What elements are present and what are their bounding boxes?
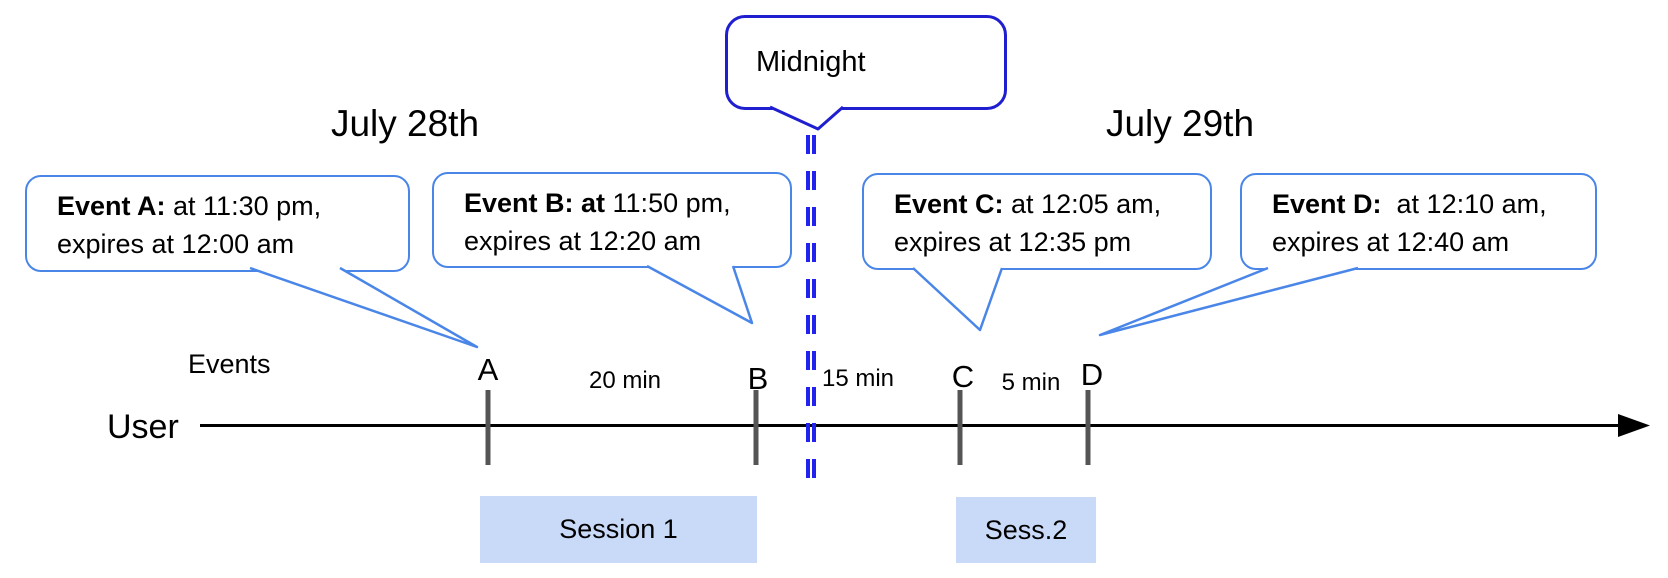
- event-a-callout-tail: [249, 266, 479, 349]
- event-b-line1: Event B: at 11:50 pm,: [464, 184, 790, 222]
- event-d-callout: Event D: at 12:10 am, expires at 12:40 a…: [1240, 173, 1597, 270]
- event-c-line1: Event C: at 12:05 am,: [894, 185, 1210, 223]
- event-b-time: 11:50 pm,: [605, 188, 731, 218]
- event-b-callout-tail: [646, 264, 754, 325]
- session-2-box: Sess.2: [956, 497, 1096, 563]
- tick-label-a: A: [477, 352, 499, 387]
- event-b-callout: Event B: at 11:50 pm, expires at 12:20 a…: [432, 172, 792, 268]
- event-d-time: at 12:10 am,: [1381, 189, 1547, 219]
- event-c-title: Event C:: [894, 189, 1004, 219]
- timeline-arrowhead-icon: [1618, 414, 1650, 437]
- event-d-line2: expires at 12:40 am: [1272, 227, 1510, 257]
- event-d-line1: Event D: at 12:10 am,: [1272, 185, 1595, 223]
- midnight-label: Midnight: [756, 46, 866, 78]
- interval-label-20min: 20 min: [588, 367, 662, 394]
- event-c-line2: expires at 12:35 pm: [894, 227, 1132, 257]
- event-c-time: at 12:05 am,: [1003, 189, 1162, 219]
- interval-label-15min: 15 min: [821, 365, 895, 392]
- interval-label-5min: 5 min: [1001, 369, 1061, 396]
- event-c-callout-tail: [912, 267, 1004, 332]
- event-a-title: Event A:: [57, 191, 166, 221]
- tick-label-b: B: [747, 361, 769, 396]
- event-a-callout: Event A: at 11:30 pm, expires at 12:00 a…: [25, 175, 410, 272]
- event-c-callout: Event C: at 12:05 am, expires at 12:35 p…: [862, 173, 1212, 270]
- event-a-line1: Event A: at 11:30 pm,: [57, 187, 408, 225]
- session-1-box: Session 1: [480, 496, 757, 563]
- event-d-title: Event D:: [1272, 189, 1382, 219]
- event-d-callout-tail: [1098, 266, 1359, 337]
- midnight-callout: Midnight: [725, 15, 1007, 110]
- events-axis-label: Events: [188, 349, 271, 379]
- session-2-label: Sess.2: [984, 514, 1068, 545]
- tick-label-d: D: [1080, 357, 1104, 392]
- event-b-title: Event B: at: [464, 188, 606, 218]
- midnight-callout-tail: [769, 105, 844, 131]
- event-a-time: at 11:30 pm,: [165, 191, 322, 221]
- event-b-line2: expires at 12:20 am: [464, 226, 702, 256]
- date-label-july-29: July 29th: [1105, 103, 1255, 144]
- user-axis-label: User: [107, 408, 179, 446]
- tick-label-c: C: [951, 359, 975, 394]
- event-a-line2: expires at 12:00 am: [57, 229, 295, 259]
- date-label-july-28: July 28th: [330, 103, 480, 144]
- session-1-label: Session 1: [559, 514, 678, 544]
